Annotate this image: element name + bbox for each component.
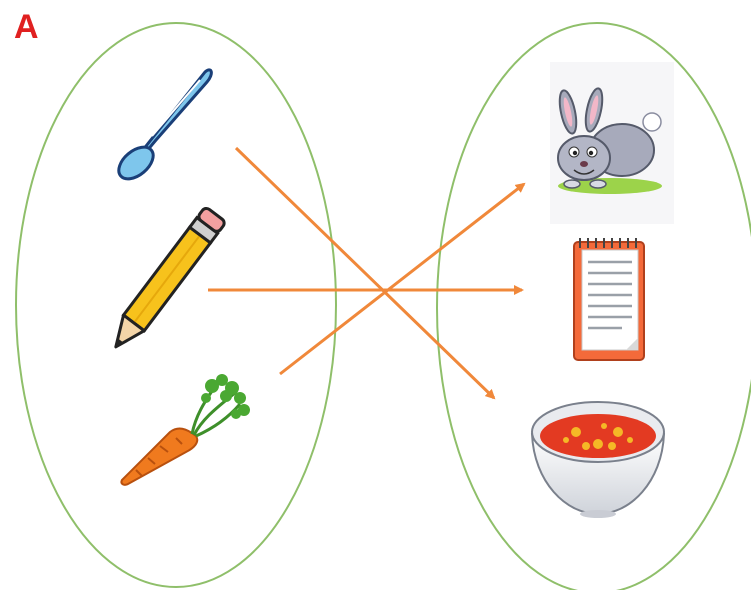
pencil-icon (105, 206, 226, 354)
carrot-icon (121, 374, 250, 485)
soup-bowl-icon (532, 402, 664, 518)
connection-arrow (236, 148, 494, 398)
notepad-icon (574, 238, 644, 360)
rabbit-icon (550, 62, 674, 224)
connection-arrow (280, 184, 524, 374)
spoon-icon (113, 70, 211, 185)
